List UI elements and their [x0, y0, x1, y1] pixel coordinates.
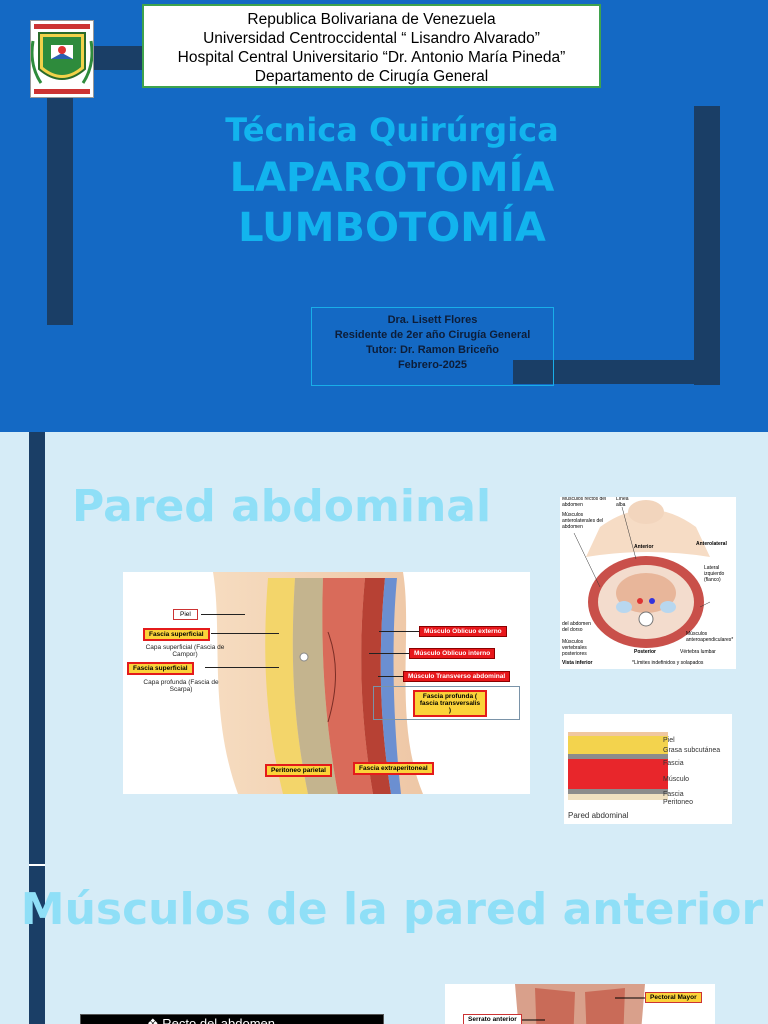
diagram-label: Línea alba [616, 497, 629, 508]
layer-label: Piel [663, 737, 675, 744]
author-line: Febrero-2025 [397, 359, 468, 371]
diagram-label: Serrato anterior [463, 1014, 522, 1024]
author-line: Tutor: Dr. Ramon Briceño [365, 344, 500, 356]
leader-line [201, 614, 245, 615]
layer-label: Músculo [663, 776, 690, 783]
section-heading-musculos: Músculos de la pared anterior [20, 884, 764, 935]
diagram-label: Fascia extraperitoneal [353, 762, 434, 775]
decorative-vertical-bar [29, 432, 45, 1024]
header-line: Universidad Centroccidental “ Lisandro A… [203, 30, 540, 47]
diagram-label: *Límites indefinidos y solapados [632, 660, 704, 666]
fascia-callout-box [373, 686, 520, 720]
diagram-label: Piel [173, 609, 198, 620]
leader-line [378, 676, 403, 677]
header-line: Departamento de Cirugía General [254, 68, 489, 85]
diagram-label: Anterolateral [696, 541, 727, 547]
diagram-label: Posterior [634, 649, 656, 655]
header-line: Hospital Central Universitario “Dr. Anto… [177, 49, 566, 66]
section-heading-pared-abdominal: Pared abdominal [72, 481, 492, 532]
diagram-label: Pectoral Mayor [645, 992, 702, 1003]
diagram-label: Músculos anterolaterales del abdomen [562, 512, 604, 530]
layer-caption: Pared abdominal [568, 811, 629, 820]
diagram-label: Fascia superficial [143, 628, 210, 641]
diagram-label: Vista inferior [562, 660, 593, 666]
layer-label: Fascia [663, 760, 684, 767]
decorative-bar-right [694, 106, 720, 385]
diagram-label: Músculos vertebrales posteriores [562, 639, 587, 657]
bullet-box: ❖ Recto del abdomen [80, 1014, 384, 1024]
decorative-divider [29, 864, 45, 866]
header-line: Republica Bolivariana de Venezuela [247, 11, 496, 28]
diagram-label: Fascia profunda ( fascia transversalis ) [413, 690, 487, 717]
leader-line [205, 667, 279, 668]
slide-title-line-2: LAPAROTOMÍA [229, 155, 555, 201]
layer-label: Peritoneo [663, 799, 693, 806]
institution-header: Republica Bolivariana de Venezuela Unive… [142, 4, 601, 88]
university-crest-icon [30, 20, 94, 98]
diagram-label: Vértebra lumbar [680, 649, 716, 655]
diagram-label: Capa superficial (Fascia de Campor) [145, 644, 225, 658]
title-slide: Republica Bolivariana de Venezuela Unive… [0, 0, 768, 432]
slide-title: Técnica Quirúrgica [225, 111, 559, 149]
leader-line [211, 633, 279, 634]
author-line: Residente de 2er año Cirugía General [334, 329, 531, 341]
diagram-label: Músculo Transverso abdominal [403, 671, 511, 682]
layer-label: Grasa subcutánea [663, 747, 721, 754]
diagram-label: Músculos anteroapendiculares* [686, 631, 734, 643]
abdominal-wall-layers-diagram: Piel Fascia superficial Capa superficial… [123, 572, 530, 794]
decorative-bar-bottom [513, 360, 720, 384]
leader-line [379, 631, 419, 632]
abdomen-cross-section-diagram: Músculos rectos del abdomen Línea alba M… [560, 497, 736, 669]
anterior-muscles-diagram: Pectoral Mayor Serrato anterior [445, 984, 715, 1024]
author-line: Dra. Lisett Flores [387, 314, 478, 326]
layer-label: Fascia [663, 791, 684, 798]
diagram-label: Músculo Oblicuo externo [419, 626, 507, 637]
abdominal-layers-cutaway-diagram: Piel Grasa subcutánea Fascia Músculo Fas… [564, 714, 732, 824]
author-box: Dra. Lisett Flores Residente de 2er año … [311, 307, 554, 386]
bullet-text: ❖ Recto del abdomen [147, 1016, 276, 1024]
leader-line [369, 653, 409, 654]
diagram-label: Músculos rectos del abdomen [562, 497, 607, 508]
diagram-label: Músculo Oblicuo interno [409, 648, 496, 659]
diagram-label: Lateral izquierdo (flanco) [704, 565, 725, 583]
diagram-label: Fascia superficial [127, 662, 194, 675]
diagram-label: Capa profunda (Fascia de Scarpa) [143, 679, 219, 693]
slide-title-line-3: LUMBOTOMÍA [238, 205, 546, 251]
diagram-label: del abdomen del dorso [562, 621, 591, 633]
content-slide: Pared abdominal Piel Fascia superficial … [0, 432, 768, 1024]
diagram-label: Anterior [634, 544, 654, 550]
diagram-label: Peritoneo parietal [265, 764, 332, 777]
